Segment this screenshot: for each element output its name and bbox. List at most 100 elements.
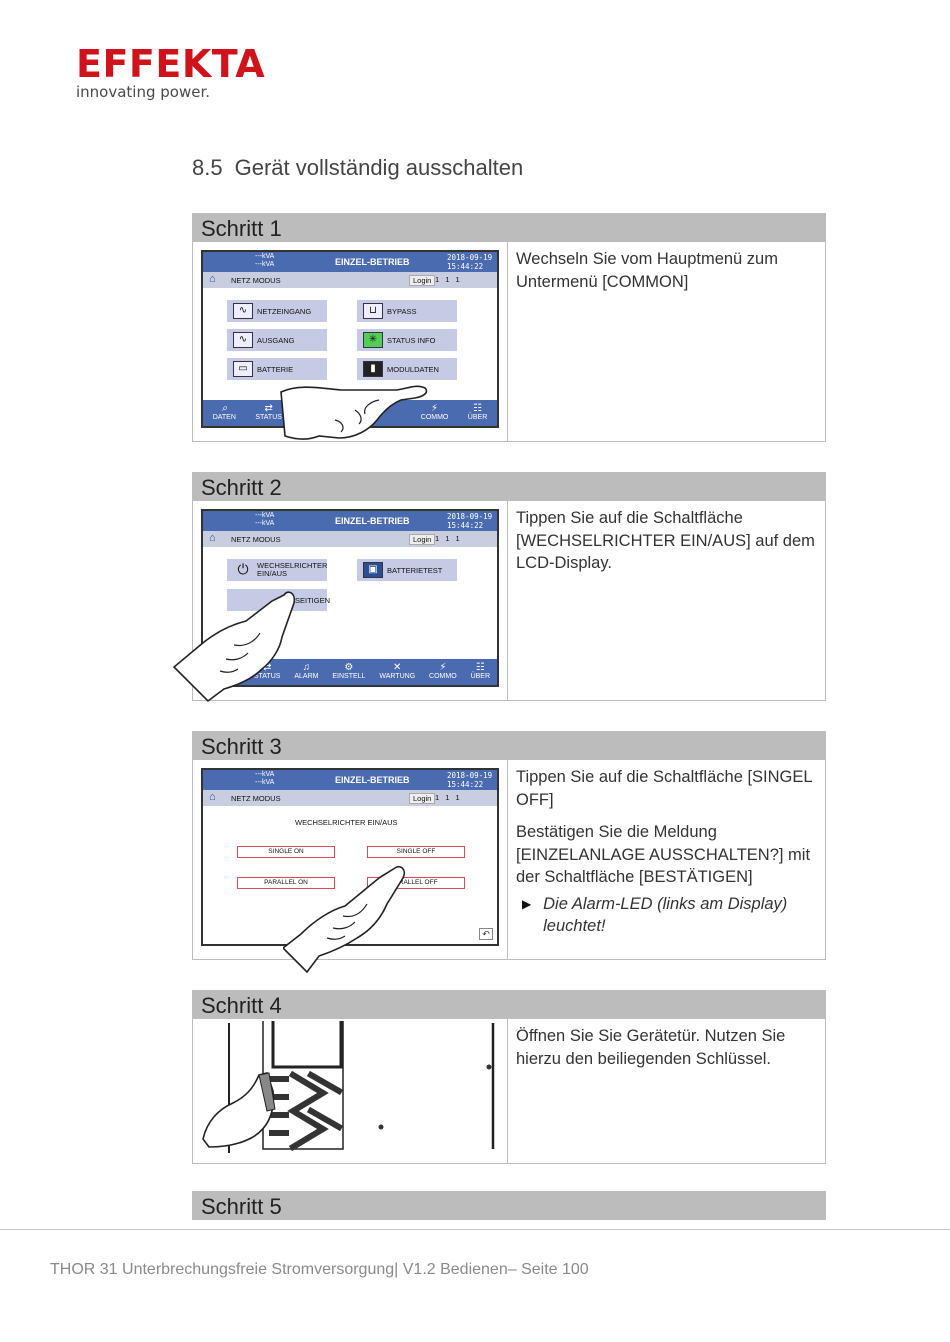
wechselrichter-button[interactable]: ⏻WECHSELRICHTER EIN/AUS: [227, 559, 327, 581]
ausgang-button[interactable]: ∿AUSGANG: [227, 329, 327, 351]
bell-icon: ♫: [302, 662, 311, 673]
step-2-instruction: Tippen Sie auf die Schaltfläche [WECHSEL…: [516, 509, 815, 572]
arrows-icon: ⇄: [262, 662, 272, 673]
pointing-hand-icon: [172, 591, 296, 703]
info-icon: ☷: [475, 662, 485, 673]
battery-icon: ▭: [233, 361, 253, 377]
step-3: Schritt 3 ---kVA---kVA EINZEL-BETRIEB 20…: [192, 731, 826, 974]
logo-tagline: innovating power.: [76, 83, 211, 101]
nav-wartung[interactable]: ✕WARTUNG: [379, 662, 416, 680]
lcd-time: 15:44:22: [447, 262, 484, 271]
nav-daten[interactable]: ⌕DATEN: [212, 403, 236, 421]
lcd-mode: NETZ MODUS: [231, 535, 281, 544]
nav-common[interactable]: ⚡COMMO: [429, 662, 457, 680]
back-icon[interactable]: ↶: [479, 928, 493, 940]
nav-ueber[interactable]: ☷ÜBER: [467, 403, 488, 421]
netzeingang-button[interactable]: ∿NETZEINGANG: [227, 300, 327, 322]
info-icon: ☷: [473, 403, 482, 414]
login-button[interactable]: Login: [409, 275, 436, 286]
logo-wordmark: EFFEKTA: [76, 42, 266, 86]
parallel-on-button[interactable]: PARALLEL ON: [237, 877, 335, 889]
waveform-icon: ∿: [233, 332, 253, 348]
step-1: Schritt 1 ---kVA---kVA EINZEL-BETRIEB 20…: [192, 213, 826, 442]
step-4-instruction: Öffnen Sie Sie Gerätetür. Nutzen Sie hie…: [516, 1027, 786, 1068]
pointing-hand-icon: [280, 385, 428, 440]
step-4-title: Schritt 4: [193, 991, 825, 1019]
lcd-mode-title: EINZEL-BETRIEB: [335, 257, 410, 267]
plug-icon: ⚡: [439, 662, 447, 673]
step-5-title: Schritt 5: [193, 1192, 825, 1220]
status-info-button[interactable]: ✳STATUS INFO: [357, 329, 457, 351]
bypass-icon: ⊔: [363, 303, 383, 319]
kva-readout-2: ---kVA: [255, 261, 275, 268]
kva-readout-2: ---kVA: [255, 520, 275, 527]
alarm-counters: 1 1 1: [435, 534, 462, 543]
waveform-icon: ∿: [233, 303, 253, 319]
triangle-bullet-icon: ▶: [522, 896, 532, 911]
tools-icon: ✕: [393, 662, 402, 673]
section-title-text: Gerät vollständig ausschalten: [234, 155, 524, 180]
alarm-counters: 1 1 1: [435, 275, 462, 284]
plug-icon: ⚡: [431, 403, 439, 414]
nav-ueber[interactable]: ☷ÜBER: [470, 662, 491, 680]
section-number: 8.5: [192, 155, 223, 180]
step-5: Schritt 5: [192, 1191, 826, 1220]
single-off-button[interactable]: SINGLE OFF: [367, 846, 465, 858]
home-icon[interactable]: ⌂: [209, 532, 216, 544]
pointing-hand-icon: [283, 865, 406, 974]
nav-status[interactable]: ⇄STATUS: [253, 662, 281, 680]
step-3-instruction-2: Bestätigen Sie die Meldung [EINZELANLAGE…: [516, 823, 811, 886]
status-info-icon: ✳: [363, 332, 383, 348]
module-icon: ▮: [363, 361, 383, 377]
lcd-mode: NETZ MODUS: [231, 276, 281, 285]
battery-test-icon: ▣: [363, 562, 383, 578]
step-2-title: Schritt 2: [193, 473, 825, 501]
lcd-time: 15:44:22: [447, 780, 484, 789]
step-3-title: Schritt 3: [193, 732, 825, 760]
lcd-mode-title: EINZEL-BETRIEB: [335, 775, 410, 785]
step-4-image: [193, 1019, 508, 1163]
company-logo: EFFEKTA innovating power.: [76, 44, 265, 100]
batterietest-button[interactable]: ▣BATTERIETEST: [357, 559, 457, 581]
screen-title: WECHSELRICHTER EIN/AUS: [295, 818, 398, 827]
step-2: Schritt 2 ---kVA---kVA EINZEL-BETRIEB 20…: [192, 472, 826, 701]
batterie-button[interactable]: ▭BATTERIE: [227, 358, 327, 380]
kva-readout-1: ---kVA: [255, 253, 275, 260]
bypass-button[interactable]: ⊔BYPASS: [357, 300, 457, 322]
alarm-counters: 1 1 1: [435, 793, 462, 802]
single-on-button[interactable]: SINGLE ON: [237, 846, 335, 858]
lcd-date: 2018-09-19: [447, 512, 493, 521]
nav-common[interactable]: ⚡COMMO: [420, 403, 449, 421]
step-1-instruction: Wechseln Sie vom Hauptmenü zum Untermenü…: [516, 250, 778, 291]
gear-icon: ⚙: [344, 662, 354, 673]
step-3-result-note: ▶ Die Alarm-LED (links am Display) leuch…: [516, 893, 817, 938]
kva-readout-1: ---kVA: [255, 771, 275, 778]
lcd-date: 2018-09-19: [447, 771, 493, 780]
login-button[interactable]: Login: [409, 534, 436, 545]
home-icon[interactable]: ⌂: [209, 273, 216, 285]
moduldaten-button[interactable]: ▮MODULDATEN: [357, 358, 457, 380]
nav-alarm[interactable]: ♫ALARM: [294, 662, 319, 680]
step-4: Schritt 4 Öffnen Sie Sie Gerätetür. Nutz…: [192, 990, 826, 1164]
page-footer: THOR 31 Unterbrechungsfreie Stromversorg…: [50, 1261, 589, 1278]
magnifier-icon: ⌕: [221, 403, 228, 414]
lcd-mode-title: EINZEL-BETRIEB: [335, 516, 410, 526]
lcd-time: 15:44:22: [447, 521, 484, 530]
power-icon: ⏻: [237, 561, 249, 577]
cabinet-door-illustration: [202, 1021, 495, 1153]
nav-status[interactable]: ⇄STATUS: [255, 403, 282, 421]
step-3-instruction-1: Tippen Sie auf die Schaltfläche [SINGEL …: [516, 768, 812, 809]
footer-divider: [0, 1229, 950, 1230]
step-1-title: Schritt 1: [193, 214, 825, 242]
login-button[interactable]: Login: [409, 793, 436, 804]
arrows-icon: ⇄: [264, 403, 273, 414]
section-title: 8.5 Gerät vollständig ausschalten: [192, 155, 523, 181]
lcd-date: 2018-09-19: [447, 253, 493, 262]
lcd-mode: NETZ MODUS: [231, 794, 281, 803]
home-icon[interactable]: ⌂: [209, 791, 216, 803]
nav-einstell[interactable]: ⚙EINSTELL: [332, 662, 366, 680]
kva-readout-1: ---kVA: [255, 512, 275, 519]
